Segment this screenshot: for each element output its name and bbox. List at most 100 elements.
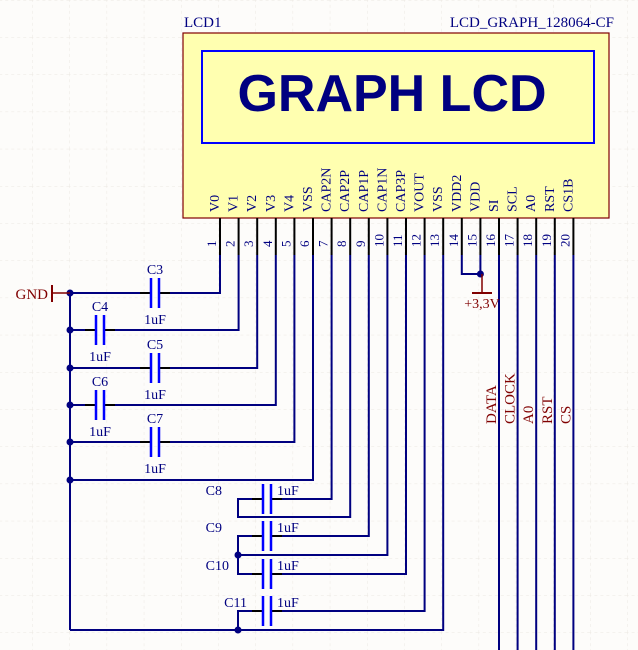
wire [282, 255, 370, 537]
pin-name: V2 [245, 195, 260, 212]
cap-ref-label: C5 [147, 338, 163, 353]
pin-number: 8 [334, 241, 349, 248]
pin-13[interactable]: VSS 13 [427, 186, 446, 255]
pin-name: SI [487, 199, 502, 212]
pin-number: 18 [520, 234, 535, 247]
lcd-component[interactable]: LCD1 LCD_GRAPH_128064-CF GRAPH LCD V0 1 V1… [182, 15, 614, 255]
pin-name: V3 [264, 195, 279, 212]
pin-12[interactable]: VOUT 12 [409, 173, 428, 255]
cap-value-label: 1uF [89, 425, 111, 440]
designator-label: LCD1 [184, 15, 222, 31]
cap-ref-label: C6 [92, 375, 108, 390]
pin-3[interactable]: V23 [241, 195, 260, 255]
junction-dot [476, 270, 484, 278]
pin-name: VSS [431, 186, 446, 212]
pin-name: CAP1P [357, 170, 372, 212]
cap-value-label: 1uF [144, 313, 166, 328]
pin-number: 17 [502, 234, 517, 248]
pin-number: 14 [446, 234, 461, 248]
pin-17[interactable]: SCL 17 [502, 186, 521, 255]
pin-name: CAP2N [320, 168, 335, 212]
wire [282, 255, 426, 612]
net-label-rst[interactable]: RST [540, 396, 556, 424]
pin-4[interactable]: V34 [260, 195, 279, 255]
net-label-cs[interactable]: CS [558, 406, 574, 424]
junction-dot [66, 476, 74, 484]
lcd-body [182, 32, 610, 219]
pin-19[interactable]: RST 19 [539, 186, 558, 255]
capacitor-c7[interactable]: C7 1uF [140, 412, 170, 477]
pin-number: 19 [539, 234, 554, 247]
wire [282, 255, 333, 500]
pin-name: V0 [208, 195, 223, 212]
wire [170, 255, 221, 294]
pin-name: VDD2 [450, 175, 465, 212]
cap-value-label: 1uF [144, 388, 166, 403]
pin-name: RST [543, 186, 558, 212]
wire [238, 255, 389, 556]
cap-ref-label: C8 [206, 484, 222, 499]
pin-14[interactable]: VDD2 14 [446, 175, 465, 255]
capacitor-c5[interactable]: C5 1uF [140, 338, 170, 403]
pin-20[interactable]: CS1B 20 [557, 179, 576, 255]
wire-vss [70, 255, 314, 481]
net-label-clock[interactable]: CLOCK [503, 373, 519, 424]
pin-name: VDD [468, 182, 483, 212]
wire [460, 255, 481, 275]
pin-number: 20 [557, 234, 572, 247]
wire [237, 255, 352, 518]
wire [115, 255, 277, 406]
pin-number: 6 [297, 240, 312, 247]
pin-2[interactable]: V12 [223, 195, 242, 255]
cap-value-label: 1uF [144, 462, 166, 477]
pin-name: VSS [301, 186, 316, 212]
wire [237, 610, 252, 630]
pin-name: CAP1N [375, 168, 390, 212]
pin-number: 2 [223, 241, 238, 248]
net-label-data[interactable]: DATA [484, 385, 500, 424]
pin-1[interactable]: V0 1 [204, 195, 223, 255]
pin-number: 12 [409, 234, 424, 247]
wire [115, 255, 240, 331]
cap-value-label: 1uF [277, 521, 299, 536]
pin-18[interactable]: A0 18 [520, 195, 539, 255]
vcc-power-port[interactable]: +3,3V [464, 274, 500, 312]
pin-5[interactable]: V45 [278, 195, 297, 255]
pin-group: V01V12V23V34V45VSS6CAP2N7CAP2P8CAP1P9CAP… [204, 168, 576, 255]
net-label-a0[interactable]: A0 [521, 406, 537, 424]
capacitor-c6[interactable]: C6 1uF [85, 375, 115, 440]
part-number-label: LCD_GRAPH_128064-CF [450, 15, 614, 31]
junction-dot [66, 401, 74, 409]
pin-name: CS1B [561, 179, 576, 212]
pin-name: A0 [524, 195, 539, 212]
pin-name: CAP3P [394, 170, 409, 212]
pin-name: SCL [506, 186, 521, 212]
pin-number: 1 [204, 241, 219, 248]
pin-number: 5 [278, 241, 293, 248]
cap-value-label: 1uF [277, 559, 299, 574]
pin-number: 9 [353, 241, 368, 248]
display-text: GRAPH LCD [237, 65, 546, 123]
pin-9[interactable]: CAP1P 9 [353, 170, 372, 255]
pin-number: 13 [427, 234, 442, 247]
pin-name: VOUT [413, 173, 428, 212]
wire [170, 255, 259, 369]
cap-ref-label: C7 [147, 412, 163, 427]
gnd-power-port[interactable]: GND [16, 285, 71, 303]
pin-6[interactable]: VSS 6 [297, 186, 316, 255]
